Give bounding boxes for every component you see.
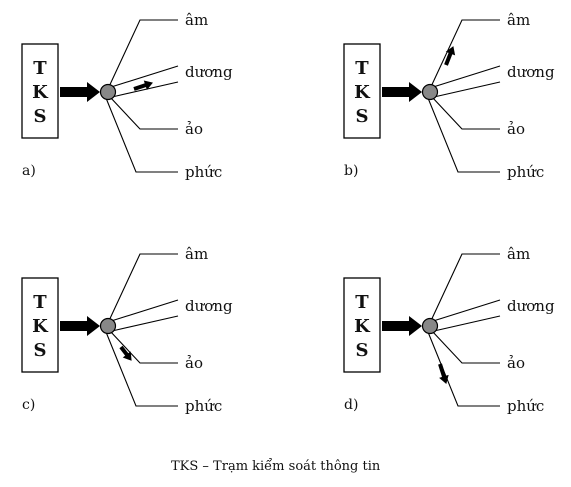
direction-arrow bbox=[438, 363, 449, 384]
tks-letter-t: T bbox=[355, 292, 369, 313]
label-duong: dương bbox=[507, 63, 555, 81]
label-ao: ảo bbox=[507, 120, 525, 138]
label-am: âm bbox=[507, 11, 530, 29]
panel-tag: c) bbox=[22, 397, 35, 413]
tks-letter-k: K bbox=[32, 82, 49, 103]
panel-tag: b) bbox=[344, 163, 358, 179]
tks-letter-s: S bbox=[34, 106, 47, 127]
tks-letter-s: S bbox=[34, 340, 47, 361]
tks-letter-k: K bbox=[354, 316, 371, 337]
label-ao: ảo bbox=[185, 120, 203, 138]
caption: TKS – Trạm kiểm soát thông tin bbox=[171, 458, 381, 474]
tks-letter-s: S bbox=[356, 106, 369, 127]
tks-letter-k: K bbox=[354, 82, 371, 103]
label-phuc: phức bbox=[507, 397, 544, 415]
label-phuc: phức bbox=[185, 397, 222, 415]
direction-arrow bbox=[444, 46, 456, 66]
tks-letter-t: T bbox=[33, 292, 47, 313]
direction-arrow bbox=[119, 345, 132, 361]
tks-letter-s: S bbox=[356, 340, 369, 361]
label-duong: dương bbox=[507, 297, 555, 315]
label-am: âm bbox=[185, 11, 208, 29]
label-phuc: phức bbox=[507, 163, 544, 181]
panel-tag: a) bbox=[22, 163, 36, 179]
label-duong: dương bbox=[185, 297, 233, 315]
label-ao: ảo bbox=[185, 354, 203, 372]
direction-arrow bbox=[133, 80, 153, 91]
tks-letter-k: K bbox=[32, 316, 49, 337]
tks-letter-t: T bbox=[33, 58, 47, 79]
tks-letter-t: T bbox=[355, 58, 369, 79]
label-am: âm bbox=[185, 245, 208, 263]
label-ao: ảo bbox=[507, 354, 525, 372]
label-duong: dương bbox=[185, 63, 233, 81]
panel-tag: d) bbox=[344, 397, 358, 413]
label-phuc: phức bbox=[185, 163, 222, 181]
label-am: âm bbox=[507, 245, 530, 263]
